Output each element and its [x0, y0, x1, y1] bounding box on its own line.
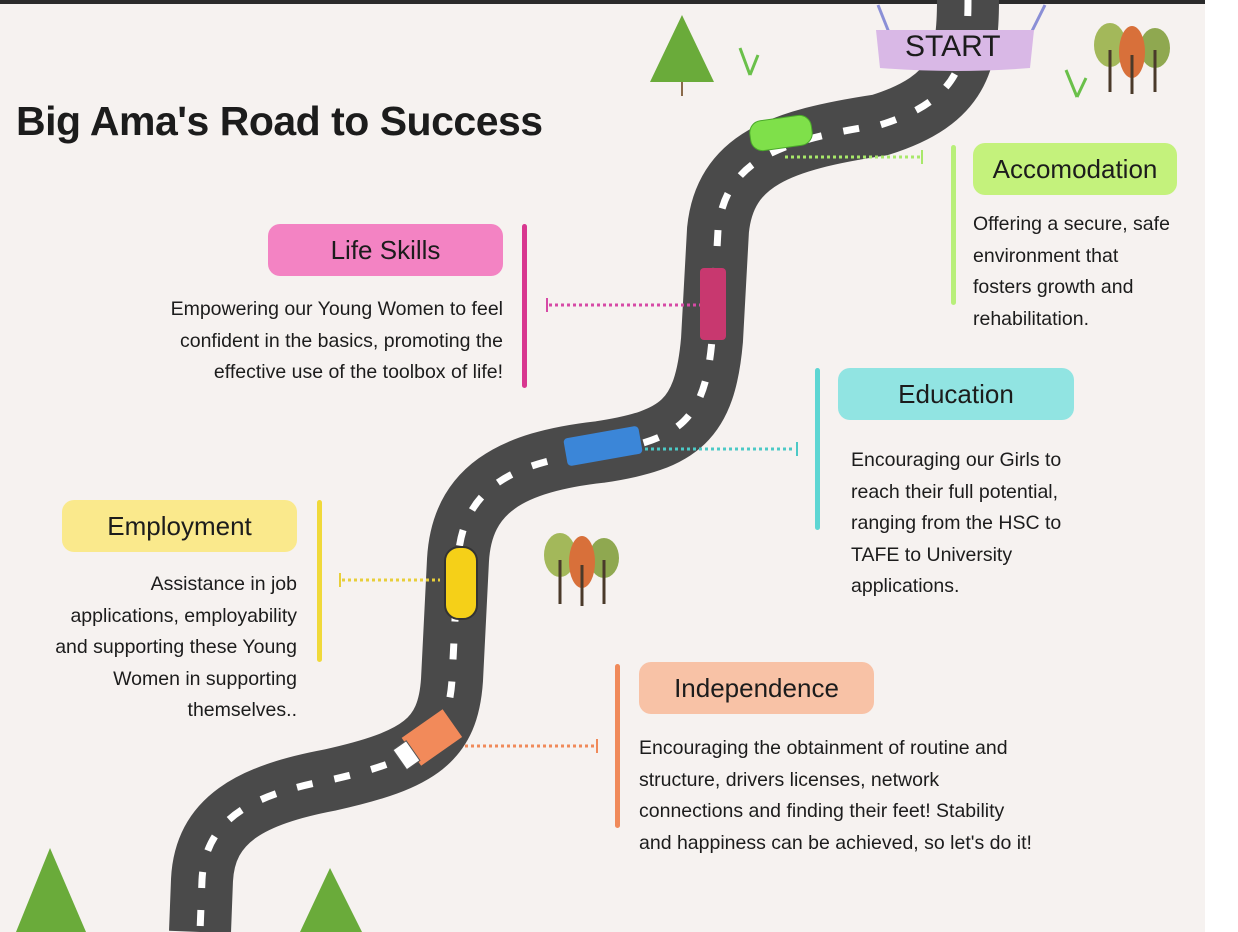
- independence-label: Independence: [639, 662, 874, 714]
- yellow-car-icon: [444, 546, 478, 620]
- employment-bar: [317, 500, 322, 662]
- desc-line: Encouraging our Girls to: [851, 449, 1062, 471]
- desc-line: Assistance in job: [150, 573, 297, 595]
- employment-description: Assistance in job applications, employab…: [55, 569, 297, 727]
- orange-truck-icon: [392, 709, 463, 771]
- pine-tree-icon: [650, 15, 714, 96]
- page-title: Big Ama's Road to Success: [16, 98, 543, 144]
- desc-line: themselves..: [187, 699, 297, 721]
- employment-label: Employment: [62, 500, 297, 552]
- desc-line: reach their full potential,: [851, 480, 1059, 503]
- desc-line: and happiness can be achieved, so let's …: [639, 831, 1032, 854]
- green-car-icon: [749, 114, 813, 152]
- deciduous-trees-icon: [544, 533, 619, 606]
- grass-icon: [738, 47, 760, 76]
- desc-line: Women in supporting: [113, 667, 297, 690]
- accomodation-description: Offering a secure, safe environment that…: [973, 209, 1170, 335]
- blue-bus-icon: [563, 426, 643, 466]
- desc-line: fosters growth and: [973, 276, 1134, 298]
- education-bar: [815, 368, 820, 530]
- life-skills-label: Life Skills: [268, 224, 503, 276]
- desc-line: Empowering our Young Women to feel: [170, 298, 503, 320]
- start-banner: [876, 4, 1047, 71]
- independence-description: Encouraging the obtainment of routine an…: [639, 733, 1032, 859]
- desc-line: confident in the basics, promoting the: [179, 329, 503, 352]
- education-label: Education: [838, 368, 1074, 420]
- desc-line: effective use of the toolbox of life!: [213, 361, 503, 383]
- independence-bar: [615, 664, 620, 828]
- desc-line: TAFE to University: [851, 543, 1013, 566]
- accomodation-bar: [951, 145, 956, 305]
- desc-line: and supporting these Young: [55, 636, 297, 658]
- desc-line: Encouraging the obtainment of routine an…: [639, 737, 1008, 759]
- education-description: Encouraging our Girls to reach their ful…: [851, 445, 1061, 603]
- life-skills-description: Empowering our Young Women to feel confi…: [171, 294, 503, 389]
- desc-line: environment that: [973, 244, 1119, 267]
- pink-van-icon: [700, 268, 726, 340]
- pine-tree-icon: [300, 868, 362, 932]
- start-label: START: [905, 30, 1001, 63]
- top-border: [0, 0, 1238, 4]
- pine-tree-icon: [16, 848, 86, 932]
- accomodation-label: Accomodation: [973, 143, 1177, 195]
- deciduous-trees-icon: [1094, 23, 1170, 94]
- life-skills-bar: [522, 224, 527, 388]
- desc-line: ranging from the HSC to: [851, 512, 1062, 534]
- desc-line: structure, drivers licenses, network: [639, 768, 940, 791]
- desc-line: connections and finding their feet! Stab…: [639, 800, 1005, 822]
- desc-line: rehabilitation.: [973, 307, 1089, 330]
- desc-line: applications, employability: [70, 604, 297, 627]
- desc-line: Offering a secure, safe: [973, 213, 1170, 235]
- grass-icon: [1064, 69, 1088, 98]
- desc-line: applications.: [851, 575, 960, 597]
- right-margin: [1205, 0, 1238, 932]
